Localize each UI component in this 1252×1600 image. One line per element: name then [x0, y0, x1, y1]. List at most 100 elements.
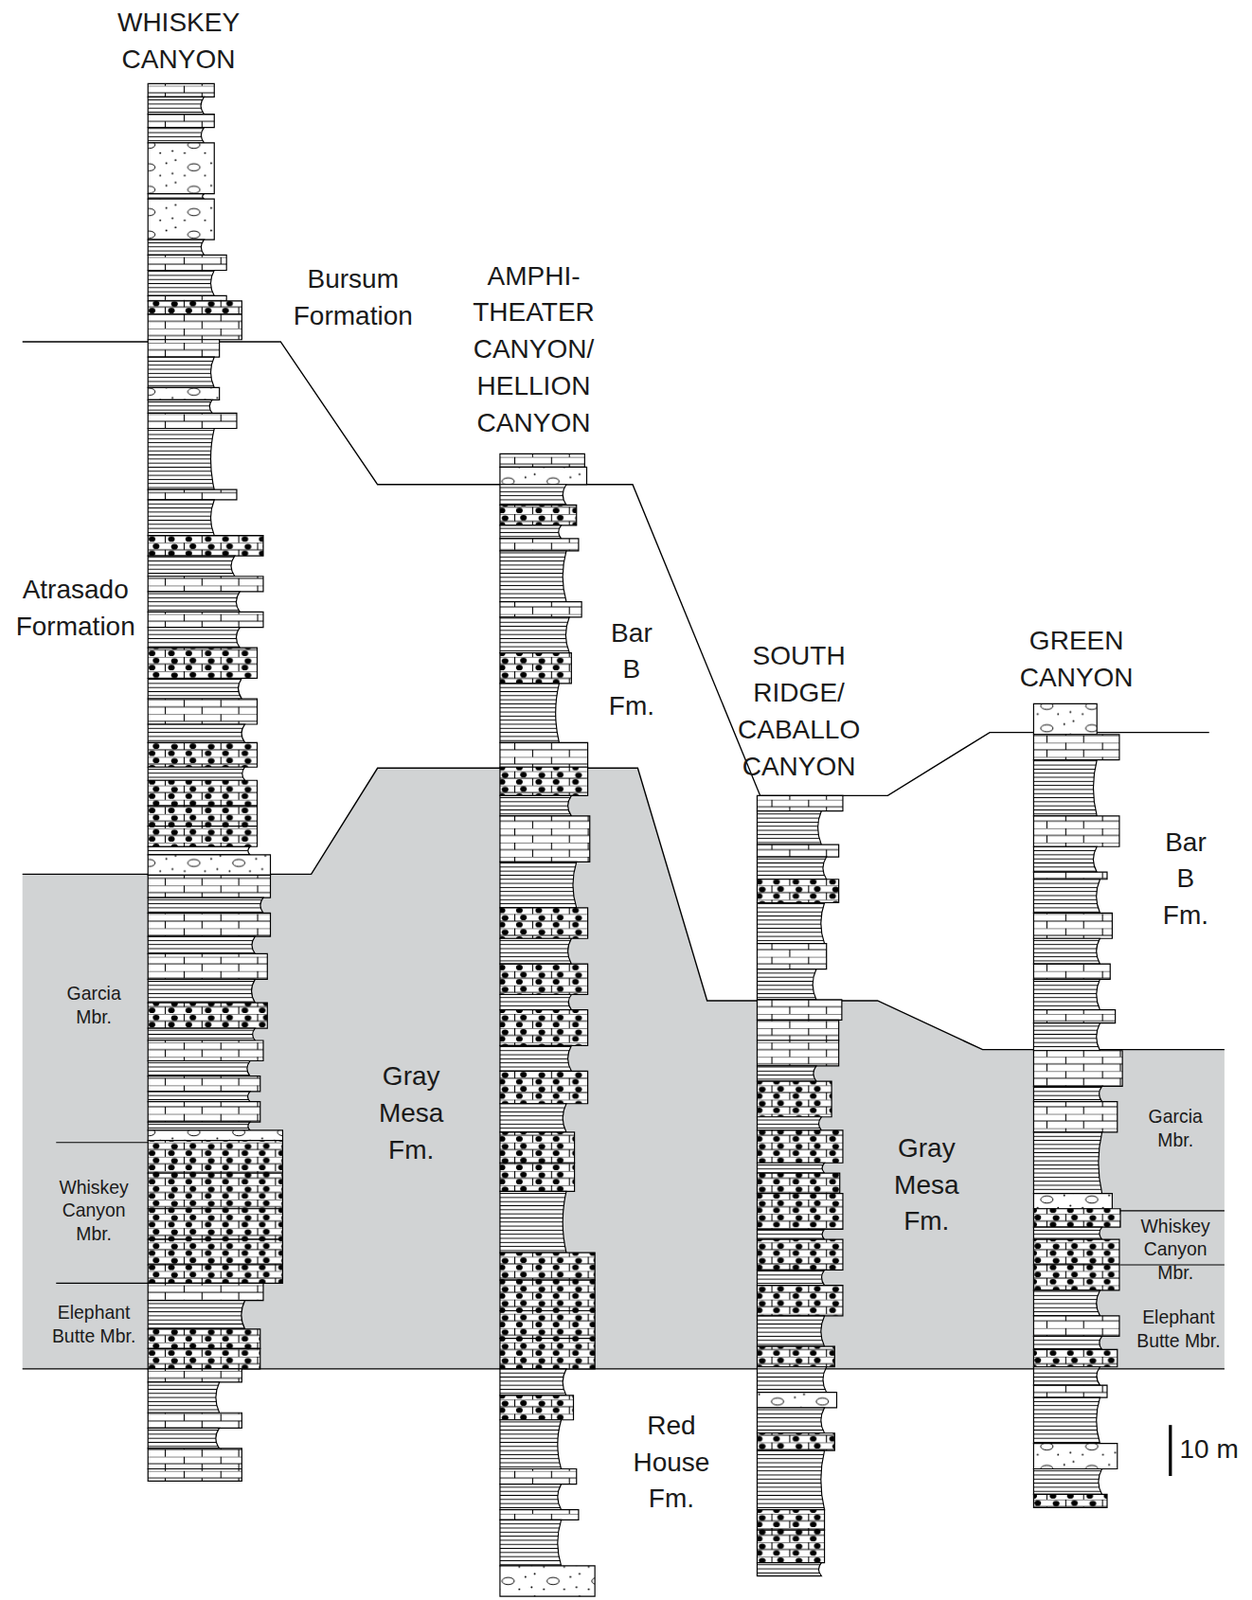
unit-label: Gray Mesa Fm.	[359, 1057, 463, 1168]
cherty-limestone-bed	[1033, 1239, 1120, 1266]
cherty-limestone-bed	[756, 1346, 835, 1368]
label-box: Bar B Fm.	[1157, 822, 1214, 933]
limestone-bed	[147, 698, 257, 725]
limestone-bed	[147, 875, 270, 898]
limestone-bed	[1033, 1010, 1115, 1024]
limestone-bed	[756, 1019, 839, 1041]
limestone-bed	[1033, 1385, 1108, 1398]
conglomerate-bed	[1033, 1194, 1112, 1210]
shale-bed	[500, 861, 577, 908]
shale-bed	[1033, 1397, 1100, 1444]
limestone-bed	[147, 611, 264, 627]
limestone-bed	[147, 314, 242, 340]
shale-bed	[500, 617, 570, 654]
shale-bed	[500, 1369, 567, 1396]
member-boundary	[55, 1283, 148, 1285]
label-box: 10 m	[1180, 1433, 1244, 1465]
cherty-limestone-bed	[147, 742, 257, 768]
shale-bed	[147, 399, 213, 413]
shale-bed	[756, 811, 822, 846]
shale-bed	[147, 1028, 255, 1041]
cherty-limestone-bed	[147, 826, 257, 848]
shale-bed	[500, 683, 559, 743]
shale-bed	[756, 1117, 822, 1131]
cherty-limestone-bed	[147, 1265, 283, 1284]
limestone-bed	[147, 339, 219, 358]
label-box: Whiskey Canyon Mbr.	[53, 1176, 135, 1247]
shale-bed	[756, 1162, 824, 1174]
unit-label: Atrasado Formation	[5, 571, 145, 645]
limestone-bed	[756, 1000, 841, 1021]
cherty-limestone-bed	[147, 1173, 283, 1210]
shale-bed	[147, 724, 245, 743]
cherty-limestone-bed	[147, 1329, 261, 1349]
shale-bed	[500, 1484, 562, 1511]
cherty-limestone-bed	[147, 1002, 268, 1029]
limestone-bed	[147, 489, 237, 501]
conglomerate-bed	[147, 387, 219, 400]
limestone-bed	[756, 795, 843, 811]
shale-bed	[147, 127, 204, 144]
limestone-bed	[1033, 1102, 1117, 1133]
shale-bed	[756, 1316, 824, 1347]
conglomerate-bed	[147, 855, 270, 877]
shale-bed	[756, 1367, 826, 1394]
shale-bed	[147, 357, 215, 388]
member-boundary	[55, 1142, 148, 1144]
cherty-limestone-bed	[500, 908, 589, 939]
limestone-bed	[1033, 872, 1108, 880]
cherty-limestone-bed	[500, 504, 577, 526]
limestone-bed	[756, 844, 839, 858]
label-box: GREEN CANYON	[989, 622, 1163, 697]
conglomerate-bed	[500, 466, 588, 484]
cherty-limestone-bed	[500, 1395, 574, 1421]
limestone-bed	[1033, 1051, 1123, 1088]
label-box: Bar B Fm.	[603, 614, 660, 725]
shale-bed	[1033, 979, 1100, 1010]
cherty-limestone-bed	[1033, 1265, 1120, 1291]
cherty-limestone-bed	[756, 879, 839, 904]
shale-bed	[756, 1066, 816, 1082]
unit-label: WHISKEY CANYON	[91, 3, 266, 78]
shale-bed	[756, 1563, 822, 1577]
unit-label: Bar B Fm.	[603, 614, 660, 725]
shale-bed	[1033, 1290, 1100, 1317]
shale-bed	[147, 500, 215, 537]
cherty-limestone-bed	[500, 1339, 595, 1370]
cherty-limestone-bed	[147, 1348, 261, 1370]
shale-bed	[147, 1382, 219, 1413]
limestone-bed	[147, 1448, 242, 1470]
unit-label: AMPHI- THEATER CANYON/ HELLION CANYON	[457, 257, 611, 442]
cherty-limestone-bed	[756, 1081, 832, 1118]
shale-bed	[147, 239, 204, 255]
cherty-limestone-bed	[500, 653, 572, 684]
shale-bed	[500, 551, 567, 603]
member-label: Elephant Butte Mbr.	[42, 1302, 145, 1350]
cherty-limestone-bed	[756, 1433, 835, 1451]
shale-bed	[147, 1122, 251, 1131]
stratigraphic-column	[500, 453, 595, 1597]
limestone-bed	[1033, 964, 1110, 980]
cherty-limestone-bed	[756, 1286, 843, 1317]
shale-bed	[756, 969, 816, 1001]
limestone-bed	[147, 114, 215, 128]
limestone-bed	[147, 1468, 242, 1482]
shale-bed	[1033, 938, 1100, 965]
limestone-bed	[756, 1040, 839, 1067]
shale-bed	[147, 979, 255, 1003]
limestone-bed	[147, 912, 270, 937]
shale-bed	[500, 525, 562, 539]
column-group	[147, 83, 1123, 1597]
unit-label: Gray Mesa Fm.	[875, 1129, 978, 1240]
stratigraphic-column	[1033, 703, 1123, 1508]
stratigraphic-column	[147, 83, 283, 1482]
shale-bed	[147, 555, 235, 577]
label-box: Bursum Formation	[276, 260, 430, 335]
cherty-limestone-bed	[147, 536, 264, 557]
limestone-bed	[500, 742, 589, 768]
cherty-limestone-bed	[500, 1071, 589, 1104]
cherty-limestone-bed	[147, 647, 257, 679]
